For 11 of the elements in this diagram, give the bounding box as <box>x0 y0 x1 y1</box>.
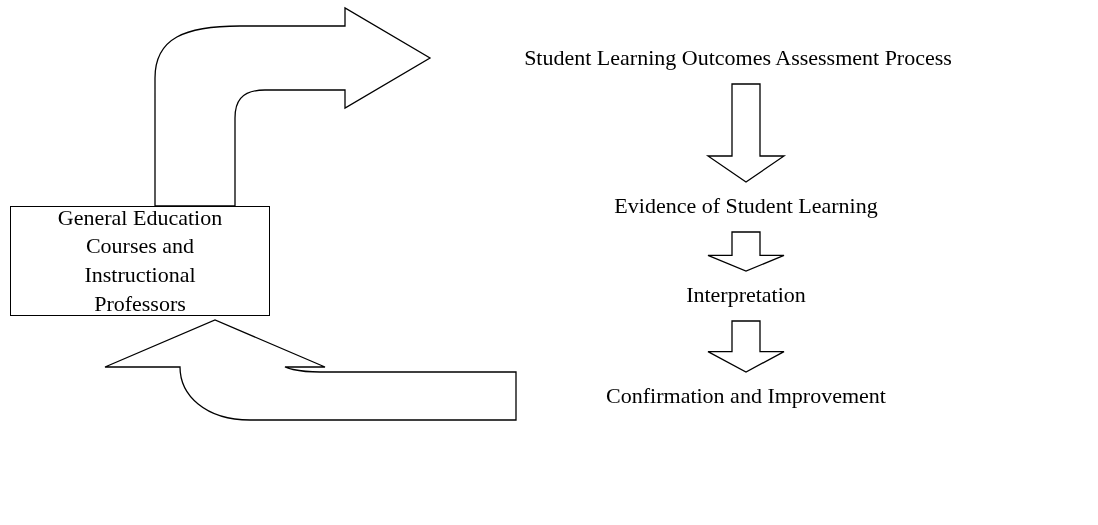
block-arrow <box>154 7 431 207</box>
step-text: Interpretation <box>686 280 806 309</box>
step-text: Evidence of Student Learning <box>614 191 878 220</box>
step-text: Confirmation and Improvement <box>606 381 886 410</box>
process-box <box>10 206 270 316</box>
block-arrow <box>705 83 787 183</box>
box-text: General Education Courses and Instructional Professors <box>56 203 224 318</box>
block-arrow <box>104 319 517 421</box>
step-text: Student Learning Outcomes Assessment Process <box>524 43 952 72</box>
block-arrow <box>707 320 785 373</box>
block-arrow <box>707 231 785 272</box>
